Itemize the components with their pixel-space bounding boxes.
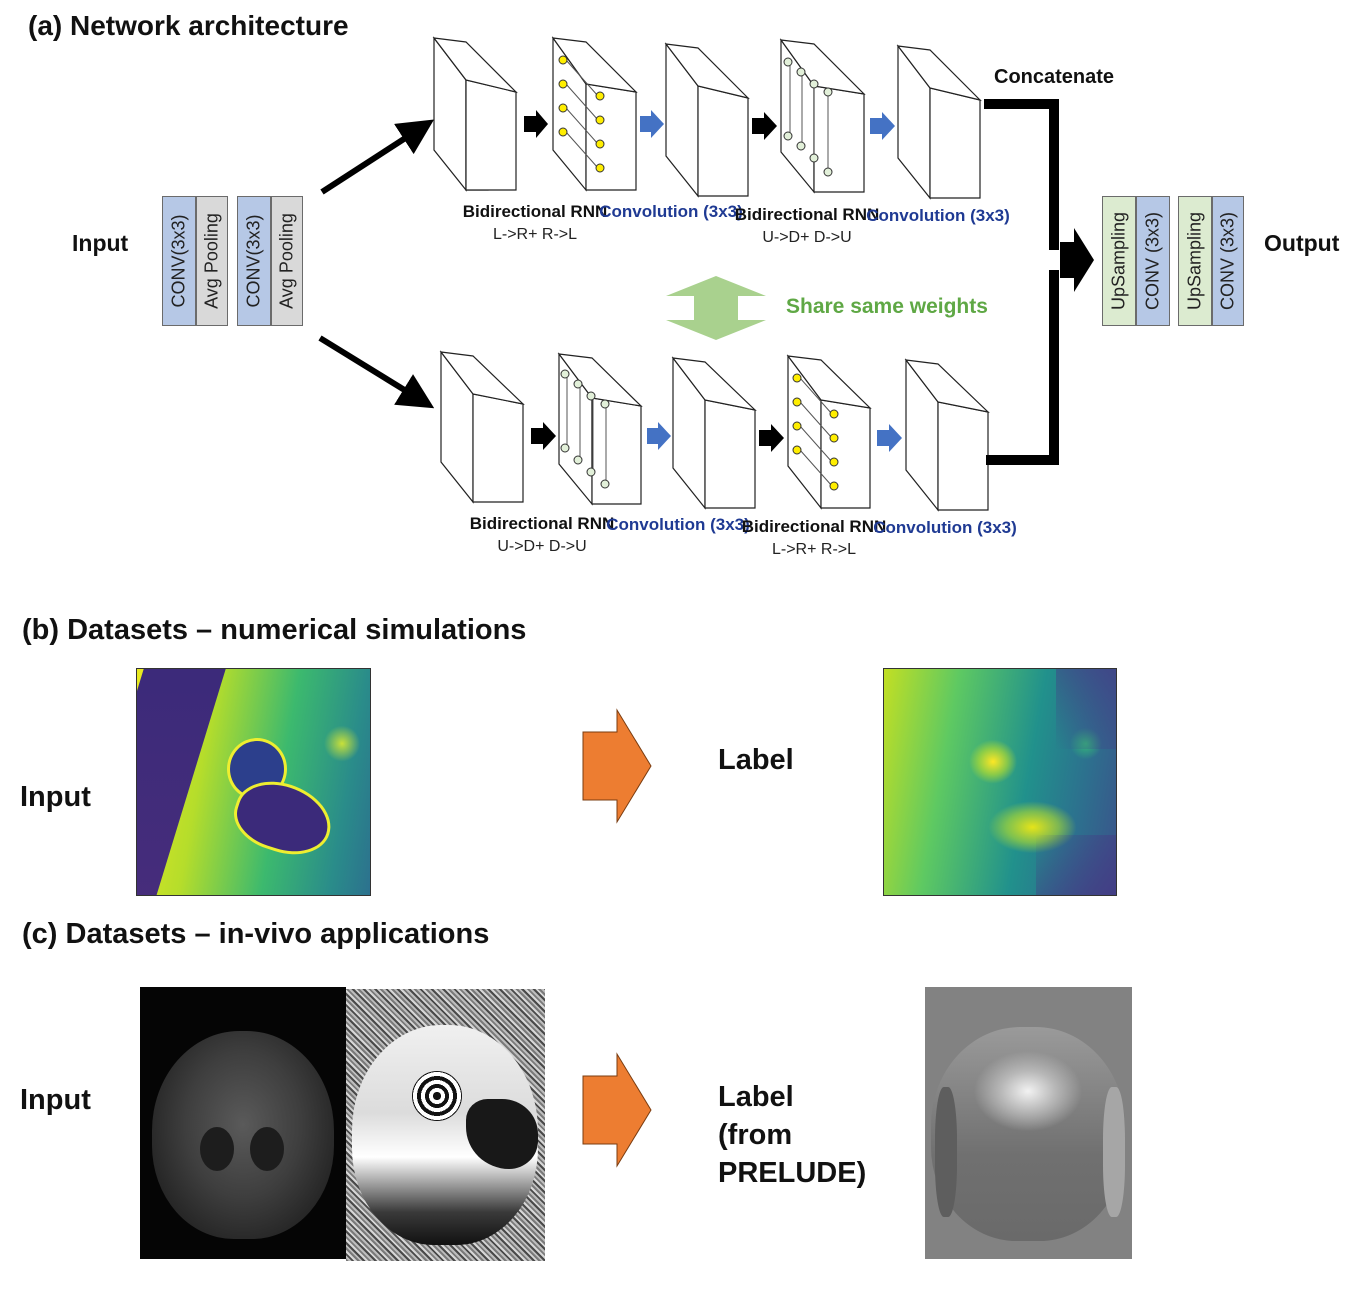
rnn-node-dot [596,116,604,124]
concatenate-arrow-head [1060,228,1094,292]
bottom-rnn-map-1 [559,354,641,504]
rnn-node-dot [824,168,832,176]
sim-input-wrap-region [136,668,229,896]
rnn-node-dot [793,446,801,454]
bottom-blue-arrow-2 [877,424,902,452]
top-black-arrow-2 [752,112,777,140]
branch-arrow-down [320,338,424,402]
rnn-node-dot [830,482,838,490]
section-c-title: (c) Datasets – in-vivo applications [22,918,489,951]
rnn-node-dot [601,480,609,488]
section-b-title: (b) Datasets – numerical simulations [22,614,526,647]
rnn-node-dot [793,398,801,406]
top-rnn-map-2 [781,40,864,192]
sim-label-dark-bottom [1036,835,1116,895]
rnn-node-dot [601,400,609,408]
share-weights-double-arrow [666,276,766,340]
rnn-node-dot [810,154,818,162]
bottom-black-arrow-1 [531,422,556,450]
rnn-node-dot [596,140,604,148]
rnn-node-dot [784,132,792,140]
invivo-wrapped-phase-image [346,989,545,1261]
bottom-feature-map-3 [906,360,988,510]
rnn-node-dot [596,164,604,172]
invivo-magnitude-image [140,987,346,1259]
rnn-node-dot [559,80,567,88]
rnn-node-dot [784,58,792,66]
rnn-node-dot [561,444,569,452]
bottom-rnn-map-2 [788,356,870,508]
rnn-node-dot [587,392,595,400]
top-blue-arrow-1 [640,110,664,138]
rnn-node-dot [830,458,838,466]
bottom-caption-conv-2: Convolution (3x3) [870,516,1020,539]
rnn-node-dot [793,374,801,382]
rnn-node-dot [793,422,801,430]
rnn-node-dot [561,370,569,378]
rnn-node-dot [830,434,838,442]
sim-input-label: Input [20,778,91,816]
rnn-node-dot [559,128,567,136]
rnn-node-dot [830,410,838,418]
concatenate-line-bottom [986,270,1054,460]
bottom-black-arrow-2 [759,424,784,452]
bottom-feature-map-2 [673,358,755,508]
invivo-label-text: Label (from PRELUDE) [718,1078,866,1192]
bottom-feature-map-1 [441,352,523,502]
invivo-label-phase-image [925,987,1132,1259]
sim-orange-arrow [583,710,651,822]
rnn-node-dot [824,88,832,96]
rnn-node-dot [587,468,595,476]
top-feature-map-1 [434,38,516,190]
bottom-blue-arrow-1 [647,422,671,450]
top-black-arrow-1 [524,110,548,138]
top-caption-conv-1: Convolution (3x3) [596,200,746,223]
rnn-node-dot [810,80,818,88]
rnn-node-dot [559,56,567,64]
rnn-node-dot [559,104,567,112]
sim-label-dark-corner [1056,669,1116,749]
top-feature-map-3 [898,46,980,198]
rnn-node-dot [596,92,604,100]
sim-label-label: Label [718,741,794,779]
rnn-node-dot [797,142,805,150]
invivo-orange-arrow [583,1054,651,1166]
top-feature-map-2 [666,44,748,196]
concatenate-line-top [984,104,1054,250]
top-caption-conv-2: Convolution (3x3) [863,204,1013,227]
rnn-node-dot [797,68,805,76]
rnn-node-dot [574,380,582,388]
bottom-caption-conv-1: Convolution (3x3) [603,513,753,536]
top-rnn-map-1 [553,38,636,190]
rnn-node-dot [574,456,582,464]
invivo-input-label: Input [20,1081,91,1119]
sim-label-phase-image [883,668,1117,896]
branch-arrow-up [322,126,424,192]
top-blue-arrow-2 [870,112,895,140]
sim-input-phase-image [136,668,371,896]
